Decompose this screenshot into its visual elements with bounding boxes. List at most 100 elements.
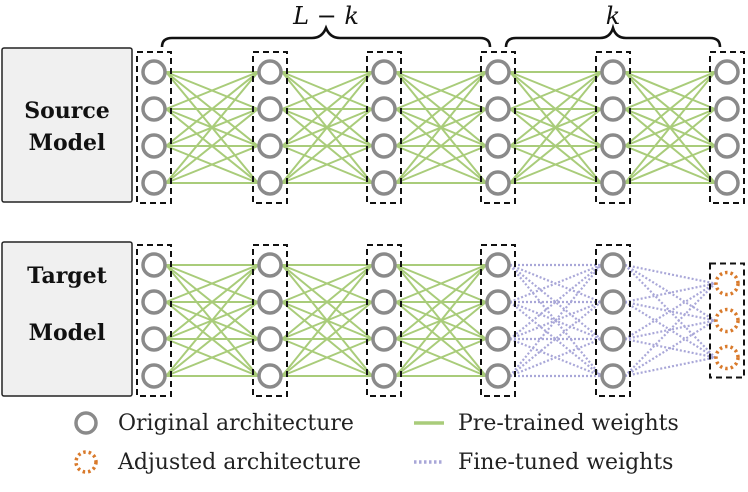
target-edge-pretrained (281, 264, 373, 340)
source-original-node (714, 133, 740, 159)
source-edge-pretrained (281, 71, 373, 110)
source-edge-pretrained (281, 108, 373, 184)
source-original-node (141, 133, 167, 159)
original-node-icon (74, 411, 98, 435)
target-model-label-line2: Model (29, 320, 106, 346)
source-edge-pretrained (624, 71, 716, 184)
source-layer-box (595, 51, 631, 204)
frozen-layers-brace: L − k (160, 2, 492, 48)
target-edge-finetuned (624, 263, 716, 285)
target-edge-pretrained (395, 301, 487, 377)
frozen-layers-label: L − k (292, 2, 359, 30)
target-original-node (600, 326, 626, 352)
target-original-node (600, 289, 626, 315)
source-original-node (714, 96, 740, 122)
target-edge-finetuned (509, 264, 602, 340)
source-original-node (141, 59, 167, 85)
source-original-node (600, 96, 626, 122)
source-edge-pretrained (281, 71, 373, 147)
source-original-node (485, 133, 511, 159)
target-layer-box (136, 244, 172, 397)
source-original-node (257, 133, 283, 159)
target-edge-finetuned (509, 300, 602, 341)
target-original-node (141, 363, 167, 389)
target-original-node (485, 252, 511, 278)
legend-finetuned-weights: Fine-tuned weights (414, 450, 673, 475)
source-original-node (714, 59, 740, 85)
source-edge-pretrained (165, 71, 259, 147)
target-original-node (141, 326, 167, 352)
source-original-node (600, 170, 626, 196)
target-edge-finetuned (509, 263, 602, 304)
source-original-node (141, 170, 167, 196)
target-original-node (141, 289, 167, 315)
target-edge-pretrained (281, 338, 373, 377)
target-edge-finetuned (509, 264, 602, 340)
source-edge-pretrained (395, 145, 487, 184)
source-original-node (600, 59, 626, 85)
target-layer-box (366, 244, 402, 397)
target-original-node (600, 363, 626, 389)
source-original-node (141, 96, 167, 122)
source-original-node (371, 59, 397, 85)
target-original-node (485, 326, 511, 352)
target-original-node (141, 252, 167, 278)
target-edge-finetuned (624, 282, 716, 304)
source-edge-pretrained (165, 71, 259, 110)
target-model-box: Target Model (1, 241, 133, 397)
source-original-node (485, 96, 511, 122)
source-edge-pretrained (509, 145, 602, 184)
source-network (136, 51, 745, 204)
target-original-node (600, 252, 626, 278)
target-edge-pretrained (395, 264, 487, 340)
target-edge-pretrained (281, 301, 373, 377)
target-edge-finetuned (509, 301, 602, 377)
target-edge-pretrained (165, 264, 259, 303)
legend-adjusted-label: Adjusted architecture (117, 450, 361, 475)
target-layer-box (252, 244, 288, 397)
target-edge-finetuned (624, 319, 716, 377)
source-edge-pretrained (509, 71, 602, 184)
legend-finetuned-label: Fine-tuned weights (458, 450, 673, 475)
target-original-node (257, 252, 283, 278)
source-model-box: Source Model (1, 47, 133, 203)
target-edge-pretrained (395, 338, 487, 377)
source-original-node (371, 96, 397, 122)
source-original-node (485, 170, 511, 196)
target-edge-finetuned (509, 301, 602, 377)
source-edge-pretrained (395, 108, 487, 184)
source-edge-pretrained (165, 71, 259, 184)
adjusted-node-icon (74, 450, 98, 474)
target-original-node (371, 363, 397, 389)
target-original-node (371, 252, 397, 278)
target-original-node (257, 289, 283, 315)
source-original-node (600, 133, 626, 159)
legend-original-label: Original architecture (118, 411, 354, 436)
target-adjusted-node (714, 307, 740, 334)
source-edge-pretrained (281, 71, 373, 184)
target-model-label-line1: Target (27, 263, 107, 289)
source-original-node (257, 59, 283, 85)
target-layer-box (709, 262, 745, 379)
source-layer-box (366, 51, 402, 204)
source-edge-pretrained (395, 71, 487, 110)
target-edge-pretrained (165, 338, 259, 377)
target-edge-pretrained (165, 301, 259, 377)
legend-original-architecture: Original architecture (74, 411, 354, 436)
source-layer-box (480, 51, 516, 204)
source-edge-pretrained (624, 145, 716, 184)
target-layer-box (595, 244, 631, 397)
source-edge-pretrained (395, 71, 487, 147)
target-edge-finetuned (624, 282, 716, 340)
target-original-node (371, 326, 397, 352)
source-edge-pretrained (509, 71, 602, 147)
source-original-node (257, 96, 283, 122)
source-edge-pretrained (165, 108, 259, 184)
source-edge-pretrained (509, 108, 602, 184)
tuned-layers-label: k (606, 2, 621, 30)
source-original-node (371, 170, 397, 196)
source-original-node (371, 133, 397, 159)
target-edge-finetuned (624, 282, 716, 377)
target-edge-pretrained (281, 264, 373, 377)
